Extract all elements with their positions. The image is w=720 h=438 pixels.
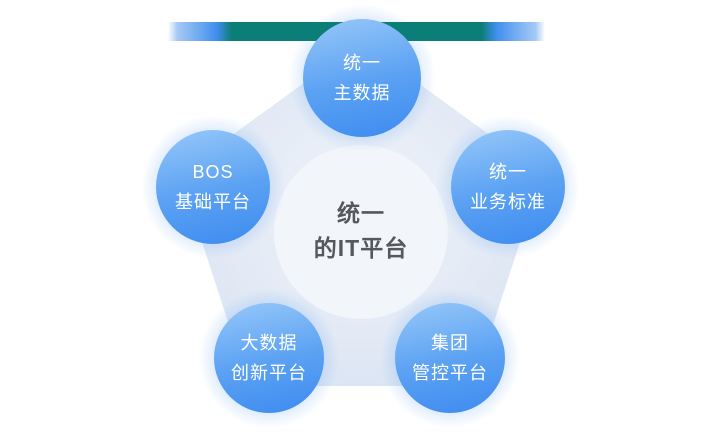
node-bos-base-platform: BOS 基础平台 [156,130,270,244]
node-label-line: 大数据 [240,333,298,353]
center-title: 统一 的IT平台 [270,196,452,266]
node-label-line: 管控平台 [412,363,488,383]
center-title-line: 的IT平台 [313,235,409,261]
node-label-line: 创新平台 [231,363,307,383]
node-label-line: 基础平台 [175,192,251,212]
node-label-line: 业务标准 [470,192,546,212]
node-unified-business-standards: 统一 业务标准 [451,130,565,244]
center-disc [274,145,448,319]
node-unified-master-data: 统一 主数据 [303,19,421,137]
node-group-control-platform: 集团 管控平台 [395,303,505,413]
node-bigdata-innovation-platform: 大数据 创新平台 [214,303,324,413]
node-label-line: 统一 [489,162,527,182]
node-label-line: 统一 [343,53,381,73]
node-label-line: BOS [192,162,234,182]
center-title-line: 统一 [337,200,385,226]
node-label-line: 集团 [431,333,469,353]
node-label-line: 主数据 [333,83,391,103]
